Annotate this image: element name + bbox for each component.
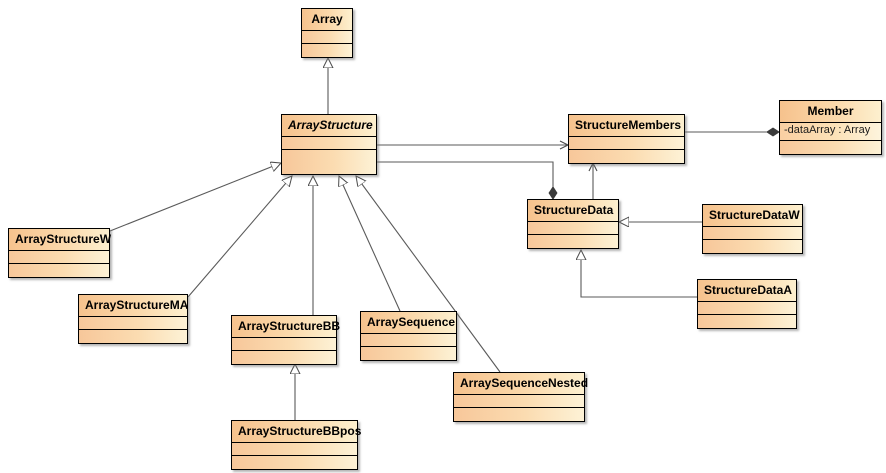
- class-name-array-structure-w: ArrayStructureW: [9, 229, 111, 251]
- class-attributes-compartment: [9, 251, 109, 264]
- class-attributes-compartment: [79, 317, 187, 330]
- class-operations-compartment: [454, 408, 584, 421]
- class-box-structure-data[interactable]: StructureData: [527, 199, 619, 249]
- class-operations-compartment: [302, 44, 352, 57]
- class-box-array-structure-bb[interactable]: ArrayStructureBB: [231, 315, 340, 365]
- class-name-structure-members: StructureMembers: [569, 115, 684, 137]
- class-operations-compartment: [232, 456, 357, 469]
- class-attributes-compartment: [232, 338, 336, 351]
- class-attributes-compartment: [703, 227, 802, 240]
- class-box-array-structure-bbpos[interactable]: ArrayStructureBBpos: [231, 420, 361, 470]
- class-operations-compartment: [9, 264, 109, 277]
- class-attributes-compartment: [302, 31, 352, 44]
- class-name-structure-data-a: StructureDataA: [698, 280, 796, 302]
- class-box-array-sequence[interactable]: ArraySequence: [360, 311, 457, 361]
- class-attributes-compartment: [454, 395, 584, 408]
- class-box-structure-data-a[interactable]: StructureDataA: [697, 279, 797, 329]
- class-box-structure-data-w[interactable]: StructureDataW: [702, 204, 803, 254]
- class-operations-compartment: [569, 150, 684, 163]
- class-attributes-compartment: [361, 334, 456, 347]
- class-attributes-compartment: [569, 137, 684, 150]
- class-name-array-structure-bb: ArrayStructureBB: [232, 316, 340, 338]
- class-operations-compartment: [528, 235, 618, 248]
- class-name-array-structure-bbpos: ArrayStructureBBpos: [232, 421, 361, 443]
- class-operations-compartment: [79, 330, 187, 343]
- class-attribute-dataarray: -dataArray : Array: [780, 123, 881, 141]
- class-attributes-compartment: [282, 137, 376, 150]
- edge-arraystructurew-to-arraystructure: [109, 163, 281, 232]
- class-name-structure-data: StructureData: [528, 200, 618, 222]
- class-operations-compartment: [698, 315, 796, 328]
- edge-structuredataa-to-structuredata: [581, 250, 697, 298]
- class-name-array-structure-ma: ArrayStructureMA: [79, 295, 188, 317]
- class-name-array-structure: ArrayStructure: [282, 115, 376, 137]
- class-operations-compartment: [361, 347, 456, 360]
- class-box-array-structure[interactable]: ArrayStructure: [281, 114, 377, 175]
- class-box-member[interactable]: Member -dataArray : Array: [779, 100, 882, 155]
- class-box-array[interactable]: Array: [301, 8, 353, 58]
- class-operations-compartment: [282, 150, 376, 174]
- edge-arraystructurema-to-arraystructure: [187, 176, 292, 298]
- class-attributes-compartment: [528, 222, 618, 235]
- class-attributes-compartment: [232, 443, 357, 456]
- class-name-array-sequence-nested: ArraySequenceNested: [454, 373, 588, 395]
- class-operations-compartment: [703, 240, 802, 253]
- edge-arraystructure-to-structuredata: [377, 161, 553, 199]
- class-name-member: Member: [780, 101, 881, 123]
- class-name-structure-data-w: StructureDataW: [703, 205, 802, 227]
- edge-arraysequence-to-arraystructure: [339, 176, 401, 312]
- class-name-array: Array: [302, 9, 352, 31]
- class-operations-compartment: [780, 140, 881, 154]
- class-box-array-structure-ma[interactable]: ArrayStructureMA: [78, 294, 188, 344]
- class-name-array-sequence: ArraySequence: [361, 312, 456, 334]
- class-operations-compartment: [232, 351, 336, 364]
- class-box-array-sequence-nested[interactable]: ArraySequenceNested: [453, 372, 588, 422]
- class-box-structure-members[interactable]: StructureMembers: [568, 114, 685, 164]
- class-box-array-structure-w[interactable]: ArrayStructureW: [8, 228, 111, 278]
- class-attributes-compartment: [698, 302, 796, 315]
